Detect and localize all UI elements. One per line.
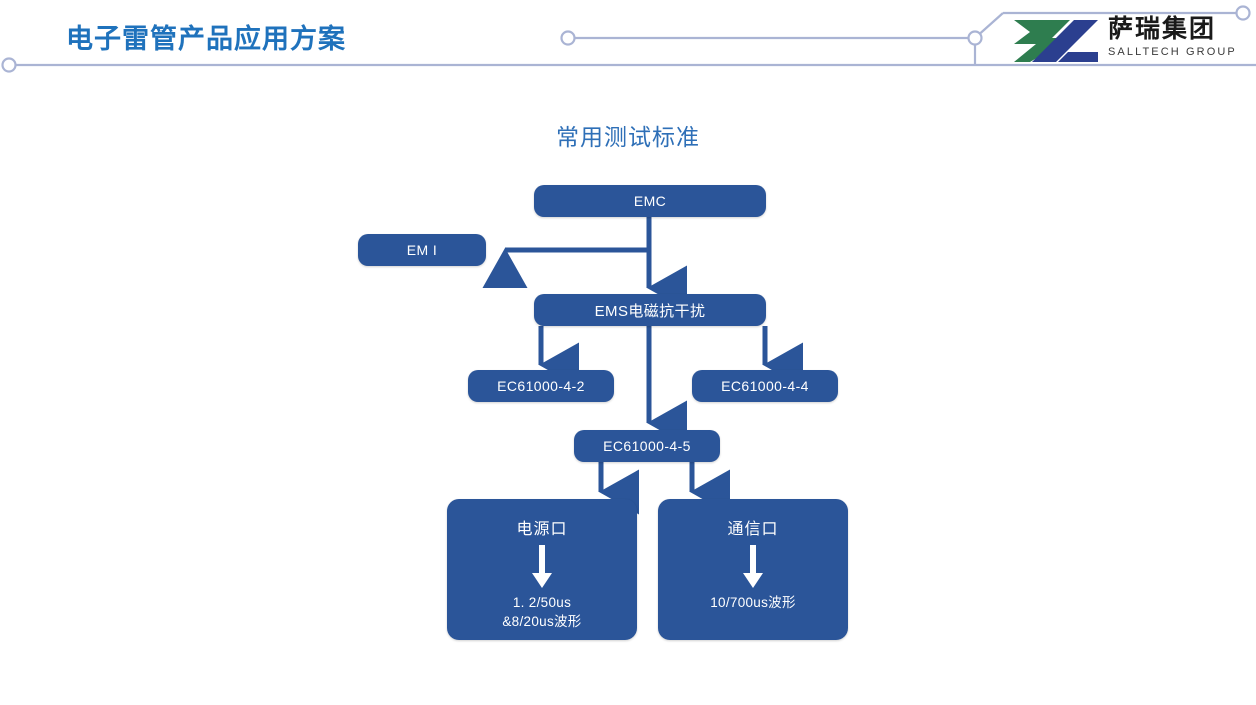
header-decoration-circuit-lines (1, 5, 1256, 73)
node-power-port-title: 电源口 (516, 521, 568, 538)
brand-logo-text: 萨瑞集团 SALLTECH GROUP (1108, 14, 1244, 59)
deco-node-middle-left (560, 30, 576, 46)
logo-blue-foot (1058, 52, 1098, 62)
node-emc[interactable]: EMC (534, 185, 766, 217)
node-ems[interactable]: EMS电磁抗干扰 (534, 294, 766, 326)
brand-logo: 萨瑞集团 SALLTECH GROUP (1012, 14, 1244, 70)
brand-name-cn: 萨瑞集团 (1108, 15, 1217, 43)
node-emi-label: EM I (406, 242, 438, 258)
node-power-port-line1: 1. 2/50us (512, 595, 572, 610)
slide-title: 常用测试标准 (556, 124, 700, 150)
node-power-port-line2: &8/20us波形 (502, 614, 582, 629)
node-emi[interactable]: EM I (358, 234, 486, 266)
node-power-port[interactable]: 电源口 1. 2/50us &8/20us波形 (447, 499, 637, 640)
logo-blue-shape (1032, 20, 1098, 62)
deco-node-junction (967, 30, 983, 46)
brand-name-en: SALLTECH GROUP (1108, 46, 1237, 58)
deco-node-top-right (1235, 5, 1251, 21)
node-iec61000-4-2-label: EC61000-4-2 (497, 378, 585, 394)
node-ems-label: EMS电磁抗干扰 (594, 302, 706, 320)
node-iec61000-4-4-label: EC61000-4-4 (721, 378, 809, 394)
node-comm-port-title: 通信口 (727, 521, 779, 538)
node-iec61000-4-2[interactable]: EC61000-4-2 (468, 370, 614, 402)
deco-node-left (1, 57, 17, 73)
salltech-logo-icon (1014, 20, 1098, 62)
logo-green-shape (1014, 20, 1070, 62)
node-comm-port-line1: 10/700us波形 (710, 595, 796, 610)
slide-header: 电子雷管产品应用方案 萨瑞集团 SALLTECH GROUP (0, 0, 1256, 90)
node-comm-port[interactable]: 通信口 10/700us波形 (658, 499, 848, 640)
node-iec61000-4-4[interactable]: EC61000-4-4 (692, 370, 838, 402)
page-title: 电子雷管产品应用方案 (66, 24, 346, 54)
power-port-down-arrow-icon (532, 545, 552, 588)
comm-port-down-arrow-icon (743, 545, 763, 588)
node-iec61000-4-5-label: EC61000-4-5 (603, 438, 691, 454)
node-iec61000-4-5[interactable]: EC61000-4-5 (574, 430, 720, 462)
node-emc-label: EMC (633, 193, 667, 209)
